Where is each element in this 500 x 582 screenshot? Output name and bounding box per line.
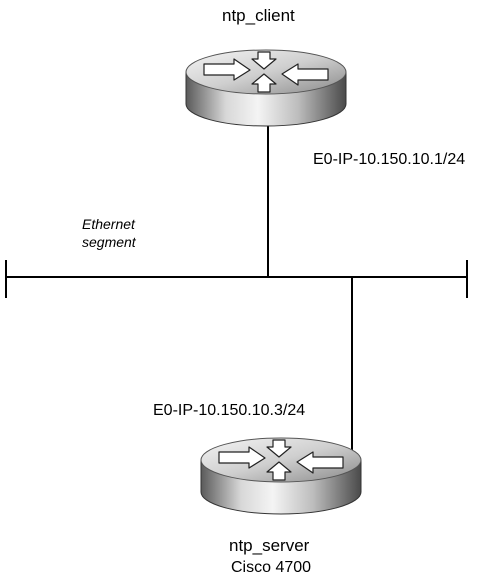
ethernet-links [5, 126, 468, 450]
server-ip-label: E0-IP-10.150.10.3/24 [153, 402, 306, 419]
segment-label-line1: Ethernet [82, 216, 135, 232]
client-router-label: ntp_client [222, 6, 295, 25]
segment-label-line2: segment [82, 234, 136, 250]
router-icon[interactable] [200, 437, 362, 515]
server-model-label: Cisco 4700 [231, 559, 312, 576]
server-router-label: ntp_server [229, 536, 310, 555]
client-ip-label: E0-IP-10.150.10.1/24 [313, 151, 466, 168]
ethernet-segment-label: Ethernet segment [82, 215, 136, 251]
router-icon[interactable] [185, 49, 347, 127]
